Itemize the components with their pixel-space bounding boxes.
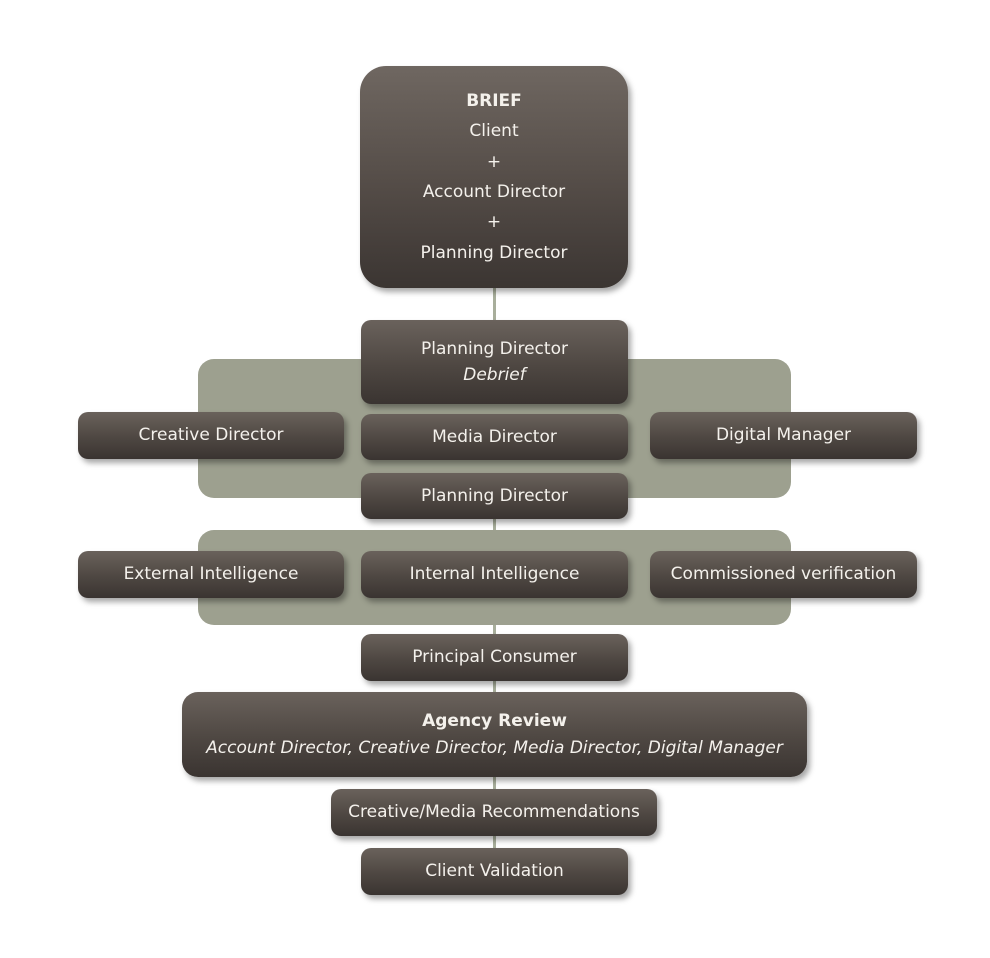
media-director-label: Media Director: [432, 426, 557, 447]
planning-director-label: Planning Director: [421, 485, 568, 506]
brief-line-plus-2: +: [486, 212, 502, 233]
digital-manager-box: Digital Manager: [650, 412, 917, 459]
commissioned-verification-box: Commissioned verification: [650, 551, 917, 598]
internal-intelligence-box: Internal Intelligence: [361, 551, 628, 598]
brief-line-planning-director: Planning Director: [420, 242, 568, 263]
debrief-note: Debrief: [463, 365, 526, 385]
agency-review-participants: Account Director, Creative Director, Med…: [206, 737, 783, 758]
recommendations-label: Creative/Media Recommendations: [348, 802, 640, 823]
brief-box: BRIEF Client + Account Director + Planni…: [360, 66, 628, 288]
creative-media-recommendations-box: Creative/Media Recommendations: [331, 789, 657, 836]
agency-review-box: Agency Review Account Director, Creative…: [182, 692, 807, 777]
principal-consumer-label: Principal Consumer: [412, 647, 577, 668]
commissioned-verification-label: Commissioned verification: [670, 564, 897, 585]
creative-director-label: Creative Director: [138, 425, 284, 446]
creative-director-box: Creative Director: [78, 412, 344, 459]
client-validation-box: Client Validation: [361, 848, 628, 895]
agency-review-title: Agency Review: [422, 711, 567, 732]
debrief-role: Planning Director: [421, 338, 568, 359]
principal-consumer-box: Principal Consumer: [361, 634, 628, 681]
planning-director-box: Planning Director: [361, 473, 628, 519]
external-intelligence-label: External Intelligence: [123, 564, 299, 585]
brief-line-account-director: Account Director: [422, 182, 566, 202]
planning-director-debrief-box: Planning Director Debrief: [361, 320, 628, 404]
brief-line-plus-1: +: [486, 151, 502, 172]
brief-line-client: Client: [469, 121, 519, 142]
external-intelligence-box: External Intelligence: [78, 551, 344, 598]
client-validation-label: Client Validation: [425, 861, 564, 882]
brief-title: BRIEF: [466, 90, 522, 111]
media-director-box: Media Director: [361, 414, 628, 460]
internal-intelligence-label: Internal Intelligence: [409, 564, 580, 585]
digital-manager-label: Digital Manager: [715, 425, 852, 446]
